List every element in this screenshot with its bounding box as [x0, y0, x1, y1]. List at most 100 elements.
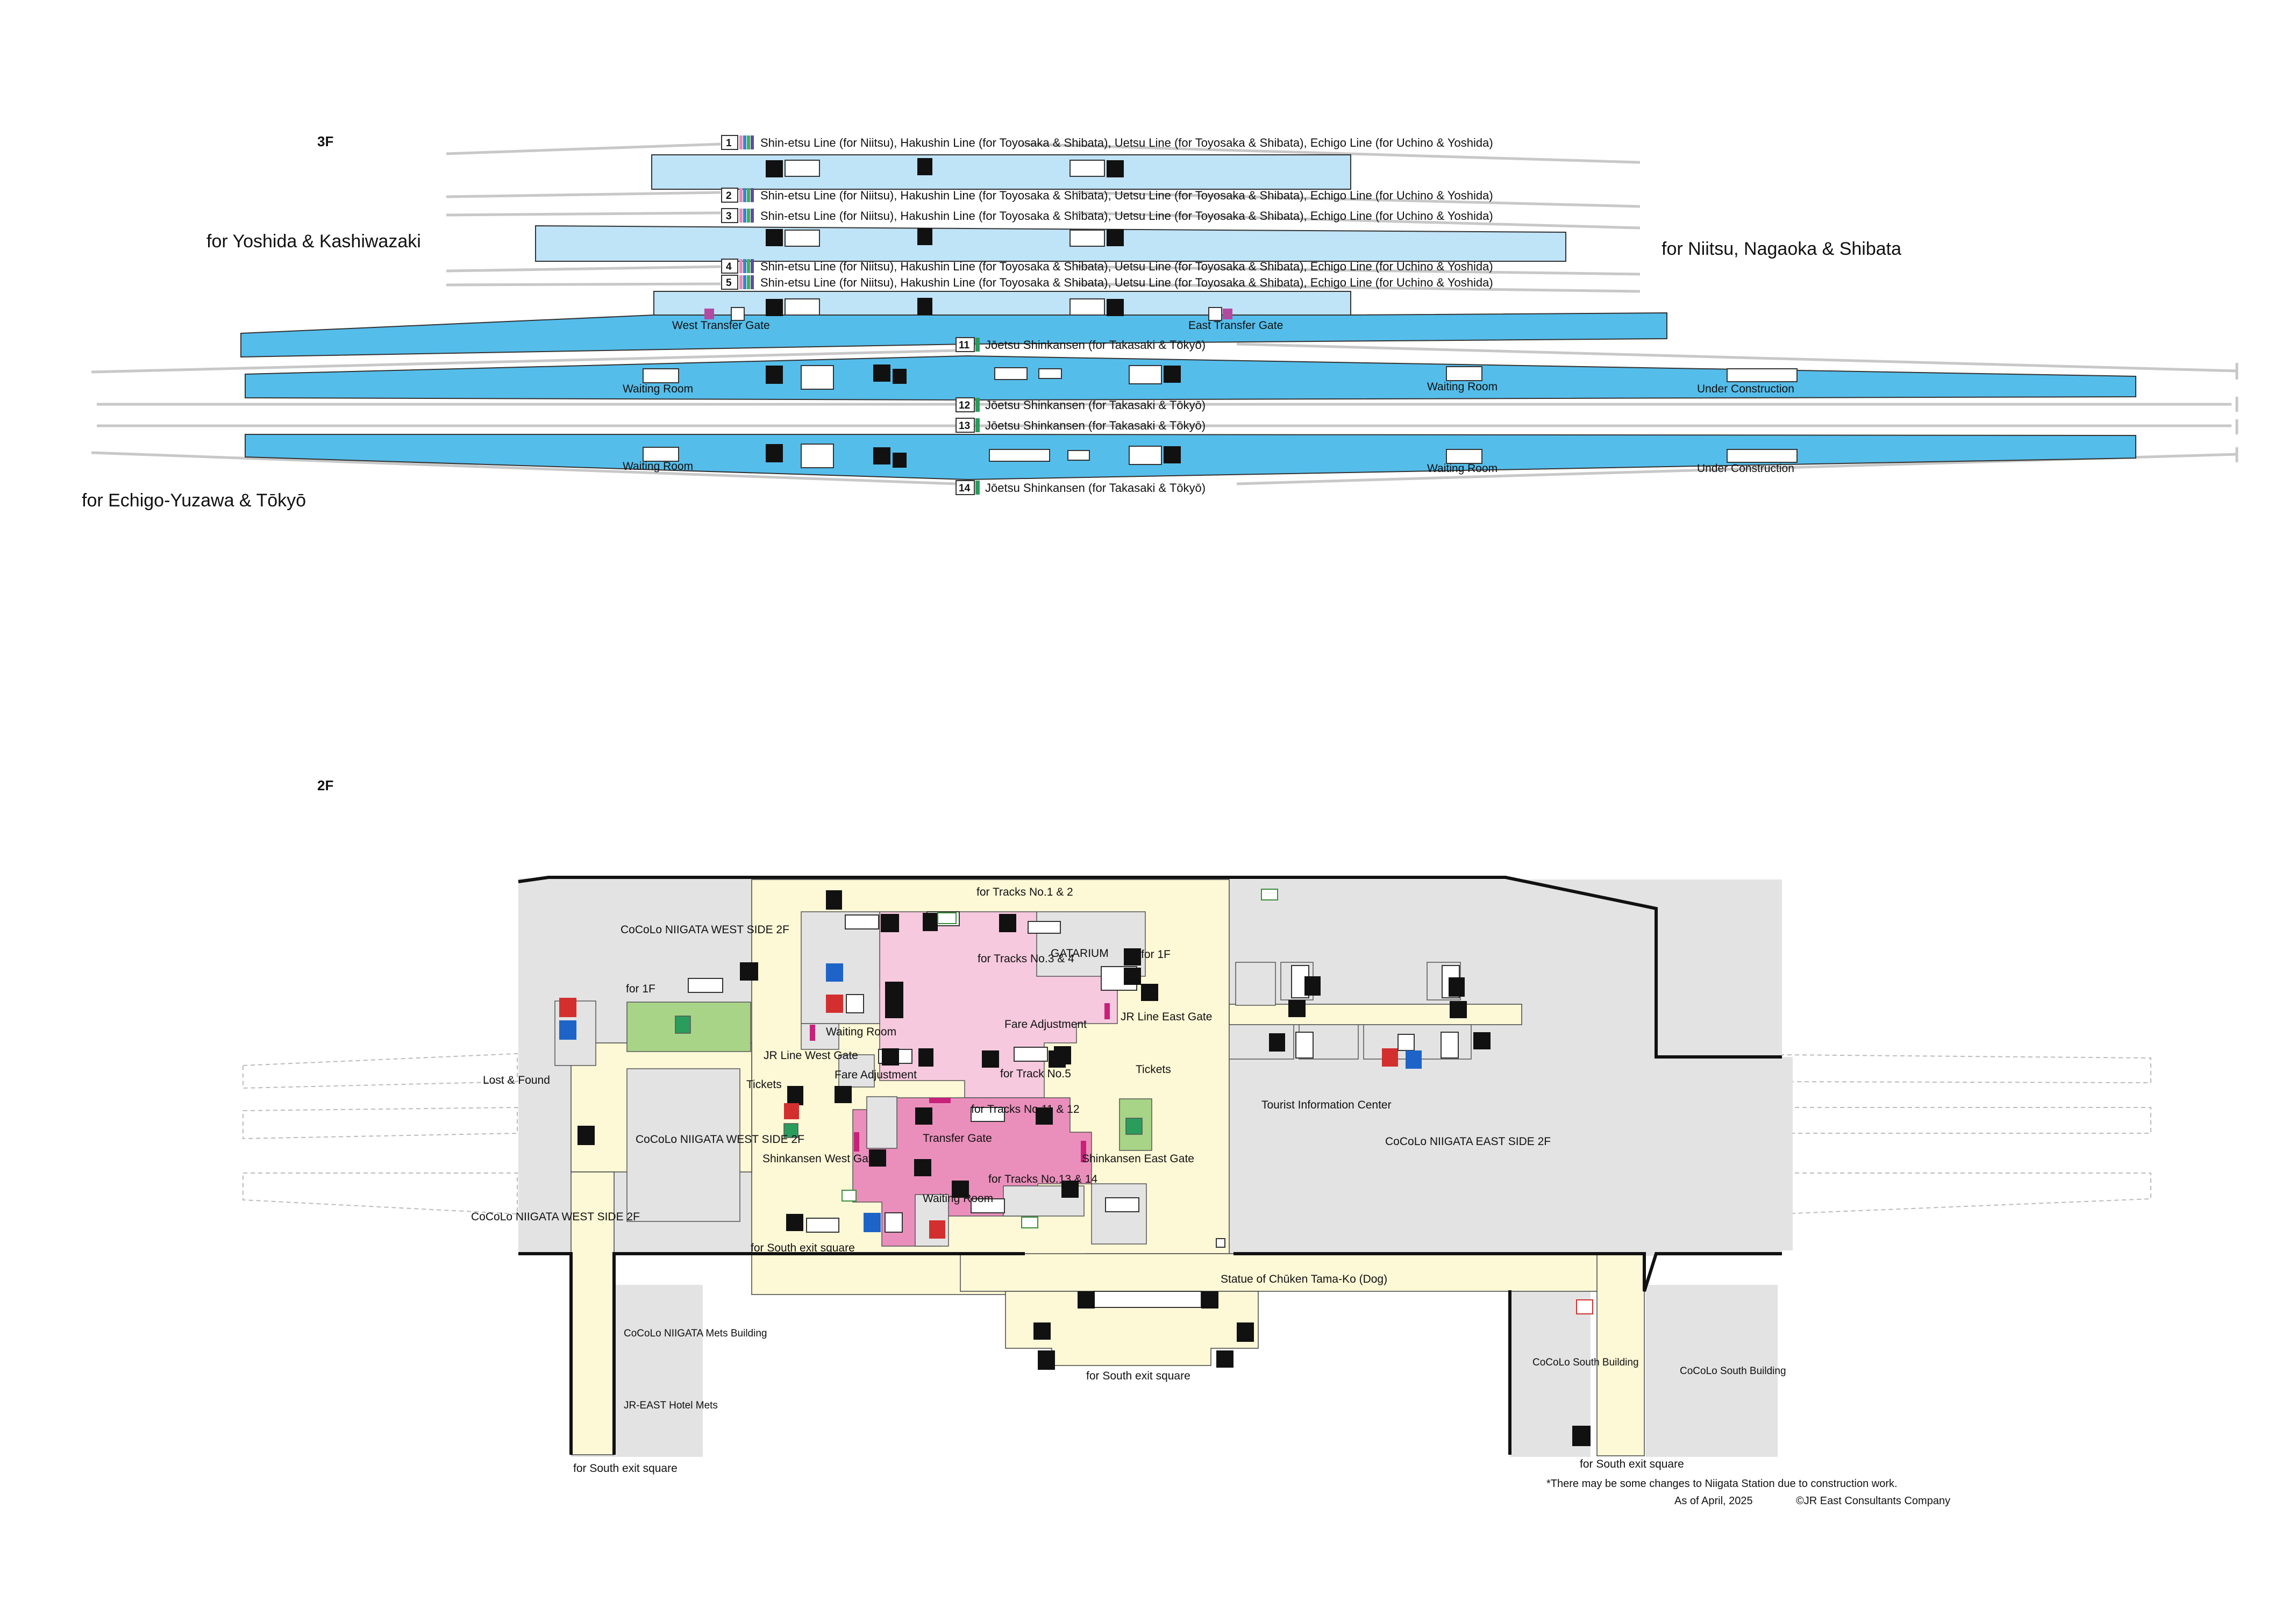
toilet-icon [873, 364, 890, 382]
escalator-icon [999, 914, 1016, 932]
gate-marker [1223, 309, 1232, 319]
shinkansen-platforms [240, 312, 2136, 481]
construction-box [1727, 449, 1798, 463]
east-edge [1782, 1057, 1793, 1250]
elevator-icon [914, 1159, 931, 1176]
labels-2f: CoCoLo NIIGATA WEST SIDE 2F CoCoLo NIIGA… [471, 886, 1786, 1475]
label-cocolo-west-2f-inner: CoCoLo NIIGATA WEST SIDE 2F [636, 1133, 804, 1146]
label-waiting-room-11-12-east: Waiting Room [1427, 381, 1498, 393]
waiting-room-box [1446, 366, 1482, 381]
coin-locker-icon [826, 890, 842, 910]
gate-box [731, 307, 745, 321]
stairs-icon [1129, 365, 1162, 384]
escalator-icon [1107, 299, 1124, 316]
stairs-icon [1069, 160, 1105, 177]
track-number-box [721, 135, 738, 150]
stairs-icon [845, 914, 879, 930]
destination-west-lower: for Echigo-Yuzawa & Tōkyō [82, 490, 306, 511]
stairs-icon [1069, 298, 1105, 316]
green-window-icon [1125, 1118, 1143, 1135]
track-number: 4 [726, 261, 732, 273]
label-waiting-room-13-14-east: Waiting Room [1427, 462, 1498, 475]
stairs-icon [1105, 1197, 1139, 1212]
west-south-corridor [571, 1171, 615, 1455]
stairs-icon [785, 230, 820, 247]
accessible-toilet-icon [1397, 1034, 1415, 1051]
waiting-room-box [1446, 449, 1482, 464]
track-number: 2 [726, 190, 732, 202]
track-number: 14 [959, 483, 971, 494]
escalator-icon [952, 1181, 969, 1198]
track-row-5: 5 Shin-etsu Line (for Niitsu), Hakushin … [721, 275, 1493, 290]
line-color-bar [747, 135, 750, 149]
waiting-room-box [643, 368, 679, 383]
escalator-icon [1107, 160, 1124, 177]
stairs-icon [1295, 1032, 1314, 1059]
platform-facilities-3f [643, 158, 1798, 468]
label-cocolo-west-2f-outer: CoCoLo NIIGATA WEST SIDE 2F [471, 1211, 640, 1223]
label-cocolo-mets-building: CoCoLo NIIGATA Mets Building [624, 1328, 767, 1339]
shinkansen-rails [91, 342, 2238, 485]
stairs-icon [801, 365, 834, 390]
track-row-11: 11 Jōetsu Shinkansen (for Takasaki & Tōk… [956, 337, 1206, 352]
escalator-icon [766, 160, 783, 177]
label-for-south-exit-square-west: for South exit square [573, 1462, 678, 1475]
rail-track-2-east [1075, 191, 1641, 208]
facilities-2f [559, 889, 1593, 1446]
elevator-icon [893, 453, 907, 468]
escalator-icon [915, 1107, 932, 1125]
platform-tracks-13-14 [245, 434, 2136, 481]
kiosk-box [994, 367, 1028, 380]
ticket-office-icon [784, 1103, 799, 1119]
elevator-icon [1304, 976, 1321, 996]
track-row-3: 3 Shin-etsu Line (for Niitsu), Hakushin … [721, 208, 1493, 223]
track-list: 1 Shin-etsu Line (for Niitsu), Hakushin … [721, 135, 1493, 495]
coin-locker-icon [1572, 1426, 1591, 1446]
stairs-icon [785, 298, 820, 316]
east-bridge-corridor [1229, 1004, 1522, 1025]
escalator-icon [1216, 1350, 1233, 1368]
stairs-icon [1129, 446, 1162, 465]
escalator-icon [982, 1050, 999, 1068]
rail-track-1-west [446, 142, 721, 155]
track-number: 1 [726, 138, 732, 149]
label-cocolo-east-2f: CoCoLo NIIGATA EAST SIDE 2F [1385, 1135, 1551, 1148]
label-for-tracks-3-4: for Tracks No.3 & 4 [978, 953, 1074, 965]
escalator-icon [1288, 1000, 1306, 1017]
label-west-transfer-gate: West Transfer Gate [672, 319, 770, 332]
platform-tracks-1-2 [651, 154, 1351, 190]
escalator-icon [881, 914, 899, 932]
line-color-bar [751, 135, 754, 149]
stairs-icon [688, 978, 723, 993]
track-line-label: Jōetsu Shinkansen (for Takasaki & Tōkyō) [985, 481, 1206, 495]
shinkansen-west-gate-booth [866, 1096, 897, 1149]
escalator-icon [1141, 984, 1158, 1001]
label-cocolo-west-2f-upper: CoCoLo NIIGATA WEST SIDE 2F [621, 924, 789, 936]
label-tickets-east: Tickets [1136, 1063, 1171, 1076]
toilet-icon [559, 1020, 576, 1040]
escalator-icon [1124, 948, 1141, 966]
stairs-icon [801, 444, 834, 468]
label-jr-line-east-gate: JR Line East Gate [1121, 1011, 1212, 1023]
stairs-icon [971, 1107, 1005, 1122]
green-window-icon [675, 1016, 691, 1034]
escalator-icon [1164, 446, 1181, 463]
elevator-icon [893, 369, 907, 384]
escalator-icon [1164, 366, 1181, 383]
conventional-platforms [535, 154, 1566, 316]
label-waiting-room-jr: Waiting Room [826, 1026, 896, 1038]
accessible-toilet-icon [846, 994, 864, 1013]
escalator-icon [1450, 1001, 1467, 1018]
escalator-icon [1201, 1291, 1218, 1309]
escalator-icon [885, 1000, 903, 1018]
label-for-1f-east: for 1F [1141, 948, 1171, 961]
track-line-label: Jōetsu Shinkansen (for Takasaki & Tōkyō) [985, 338, 1206, 352]
escalator-icon [766, 229, 783, 246]
track-row-12: 12 Jōetsu Shinkansen (for Takasaki & Tōk… [956, 397, 1206, 412]
stairs-icon [806, 1218, 839, 1233]
platform-track-5 [653, 291, 1351, 316]
stairs-icon [971, 1198, 1005, 1213]
rail-track-3-east [1075, 211, 1641, 230]
escalator-icon [766, 299, 783, 316]
